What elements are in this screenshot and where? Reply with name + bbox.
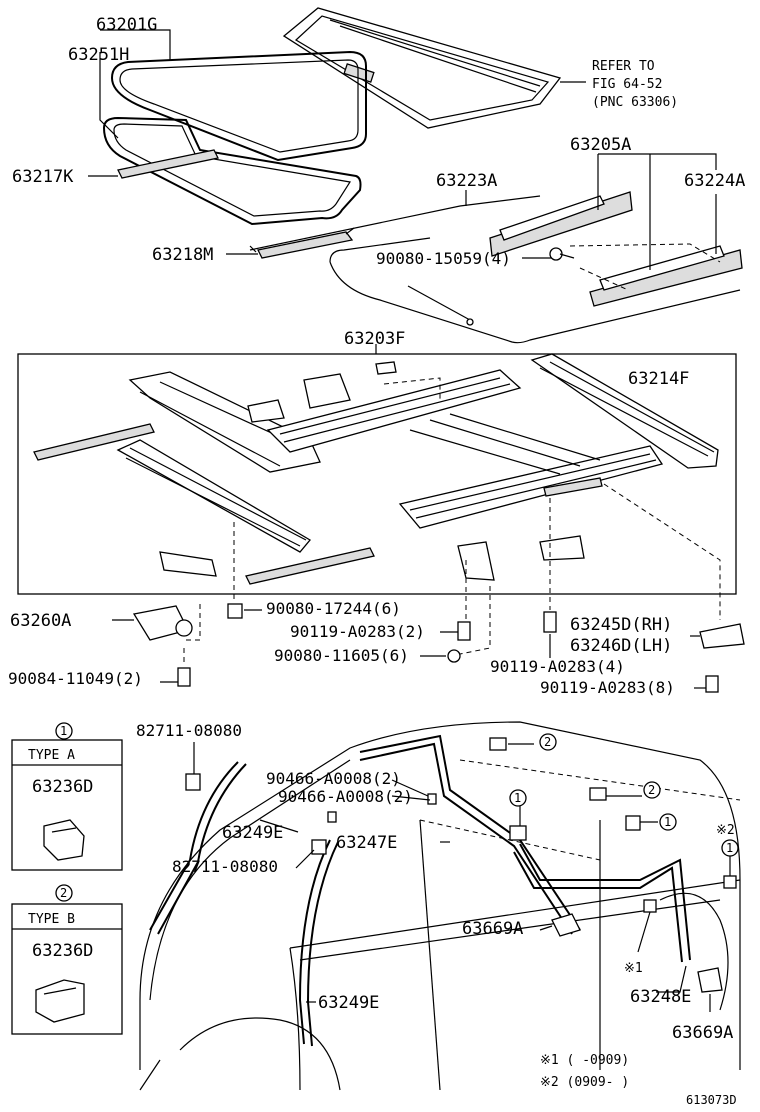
label-63201G: 63201G — [96, 15, 157, 35]
label-63260A: 63260A — [10, 611, 71, 631]
label-90080-17244: 90080-17244(6) — [266, 599, 401, 618]
label-63249E-bot: 63249E — [318, 993, 379, 1013]
label-90466-a: 90466-A0008(2) — [266, 769, 401, 788]
label-90119-A0283-8: 90119-A0283(8) — [540, 678, 675, 697]
label-63669A-mid: 63669A — [462, 919, 523, 939]
type-a-circle-number: 1 — [60, 724, 67, 738]
label-90466-b: 90466-A0008(2) — [278, 787, 413, 806]
sunroof-glass-drawing — [282, 7, 562, 129]
label-63214F: 63214F — [628, 369, 689, 389]
label-63246D: 63246D(LH) — [570, 636, 672, 656]
label-63669A-bot: 63669A — [672, 1023, 733, 1043]
label-82711-08080-top: 82711-08080 — [136, 721, 242, 740]
type-a-title: TYPE A — [28, 748, 75, 763]
type-b-part: 63236D — [32, 941, 93, 961]
refer-line-3: (PNC 63306) — [592, 95, 678, 110]
mark-x2: ※2 — [716, 823, 735, 838]
type-b-circle-number: 2 — [60, 886, 67, 900]
callout-1-a: 1 — [514, 791, 521, 805]
label-63223A: 63223A — [436, 171, 497, 191]
label-63224A: 63224A — [684, 171, 745, 191]
label-63248E: 63248E — [630, 987, 691, 1007]
callout-circles — [55, 722, 739, 902]
motor-and-fasteners-drawing — [112, 603, 745, 693]
label-63251H: 63251H — [68, 45, 129, 65]
label-90080-11605: 90080-11605(6) — [274, 646, 409, 665]
figure-code: 613073D — [686, 1093, 737, 1107]
label-63217K: 63217K — [12, 167, 74, 187]
callout-2-top: 2 — [544, 735, 551, 749]
weatherstrip-seal-drawing — [102, 50, 367, 259]
label-63249E-top: 63249E — [222, 823, 283, 843]
callout-1-b: 1 — [664, 815, 671, 829]
callout-2-b: 2 — [648, 783, 655, 797]
type-a-part: 63236D — [32, 777, 93, 797]
housing-assembly-box — [17, 353, 737, 595]
label-90084-11049: 90084-11049(2) — [8, 669, 143, 688]
label-63218M: 63218M — [152, 245, 213, 265]
footnote-2: ※2 (0909- ) — [540, 1075, 629, 1090]
label-63205A: 63205A — [570, 135, 631, 155]
refer-line-1: REFER TO — [592, 59, 655, 74]
type-a-box — [11, 739, 123, 871]
mark-x1: ※1 — [624, 961, 643, 976]
leader-lines-top — [88, 29, 717, 270]
label-90119-A0283-2: 90119-A0283(2) — [290, 622, 425, 641]
type-b-box — [11, 903, 123, 1035]
footnote-1: ※1 ( -0909) — [540, 1053, 629, 1068]
label-63245D: 63245D(RH) — [570, 615, 672, 635]
label-63247E: 63247E — [336, 833, 397, 853]
vehicle-body-drawing — [139, 721, 741, 1091]
callout-1-c: 1 — [726, 841, 733, 855]
drive-cable-drawing — [249, 195, 741, 344]
guide-rail-drawing — [489, 191, 743, 307]
refer-line-2: FIG 64-52 — [592, 77, 662, 92]
drain-hoses-drawing — [149, 734, 737, 1047]
label-90080-15059: 90080-15059(4) — [376, 249, 511, 268]
type-b-title: TYPE B — [28, 912, 75, 927]
label-90119-A0283-4: 90119-A0283(4) — [490, 657, 625, 676]
label-63203F: 63203F — [344, 329, 405, 349]
label-82711-08080-mid: 82711-08080 — [172, 857, 278, 876]
housing-frame-drawing — [33, 353, 721, 655]
